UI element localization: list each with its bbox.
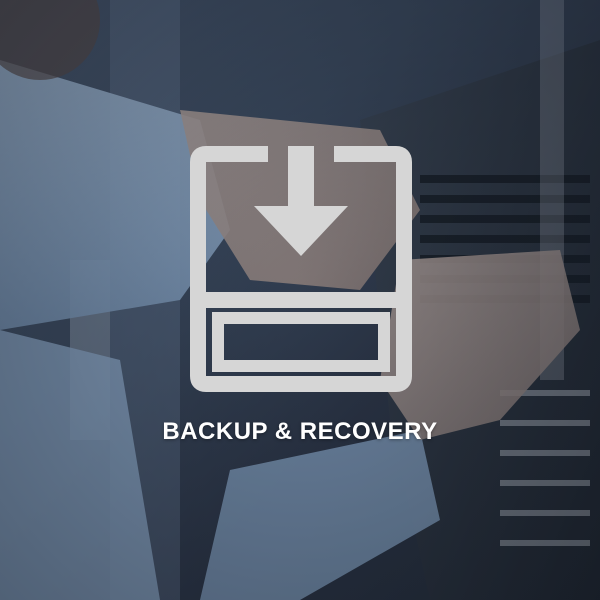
backup-drive-download-icon	[190, 146, 412, 392]
tile-title: BACKUP & RECOVERY	[162, 418, 438, 445]
